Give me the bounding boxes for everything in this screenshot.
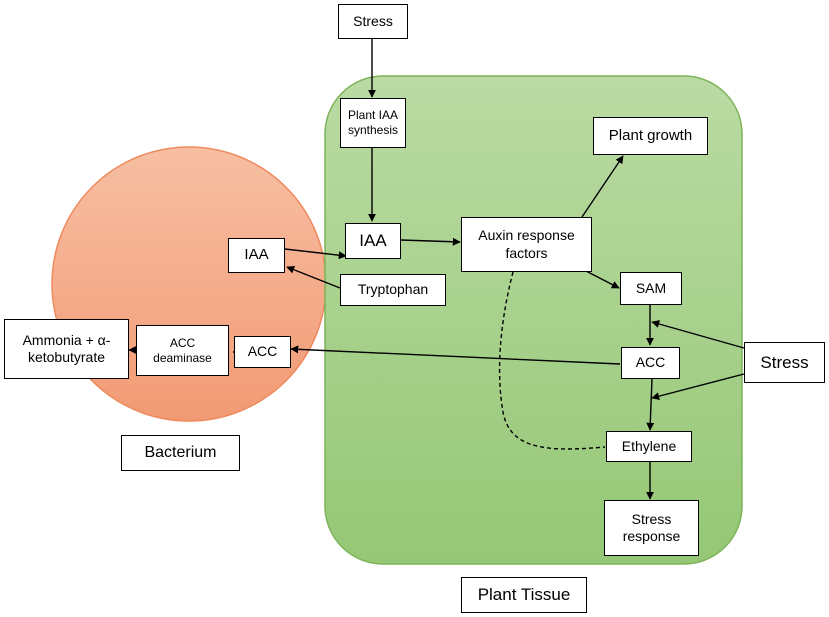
node-plant-growth: Plant growth [593,117,708,155]
node-iaa-bacterium: IAA [228,238,285,273]
node-acc-plant: ACC [621,347,680,379]
node-plant-iaa-synthesis: Plant IAA synthesis [340,98,406,148]
arrow-iaa-to-auxin-factors [400,237,461,246]
arrow-stress-to-acc-lower [651,373,745,401]
arrow-acc-to-ethylene [646,378,655,431]
arrow-plant-acc-to-bacterial-acc [290,345,621,365]
bacterium-cell [51,146,327,422]
node-auxin-response-factors: Auxin response factors [461,217,592,272]
label-bacterium: Bacterium [121,435,240,471]
node-stress-right: Stress [744,342,825,383]
node-ethylene: Ethylene [606,431,692,462]
dashed-feedback-ethylene-to-auxin [498,271,606,450]
node-acc-deaminase: ACC deaminase [136,325,229,376]
node-sam: SAM [620,272,682,305]
label-plant-tissue: Plant Tissue [461,577,587,613]
node-tryptophan: Tryptophan [340,274,446,306]
arrow-tryptophan-to-bacterial-iaa [286,265,341,289]
node-acc-bacterium: ACC [234,336,291,368]
arrow-bacterial-iaa-to-plant-iaa [284,248,347,260]
arrow-stress-to-acc-upper [651,320,745,349]
arrow-auxin-to-plant-growth [581,155,624,218]
node-stress-top: Stress [338,4,408,39]
arrow-auxin-to-sam [583,269,620,289]
node-stress-response: Stress response [604,500,699,556]
node-ammonia-ketobutyrate: Ammonia + α- ketobutyrate [4,319,129,379]
node-iaa-plant: IAA [345,223,401,259]
